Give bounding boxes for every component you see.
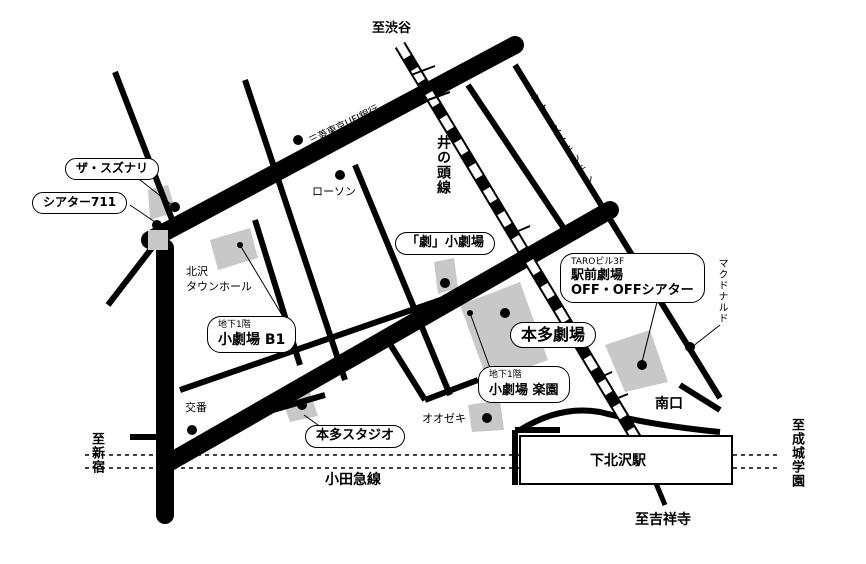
lawson-label: ローソン <box>312 185 356 198</box>
honda-name: 本多劇場 <box>521 325 586 344</box>
honda-studio-name: 本多スタジオ <box>316 428 395 443</box>
direction-shibuya: 至渋谷 <box>372 21 412 36</box>
theater-ekimae[interactable]: TAROビル3F 駅前劇場 OFF・OFFシアター <box>560 253 705 303</box>
curved-road <box>518 407 721 435</box>
ozeki-label: オオゼキ <box>422 412 466 425</box>
theater711-dot <box>152 220 162 230</box>
building-geki <box>434 258 458 294</box>
rakuen-name: 小劇場 楽園 <box>489 383 559 399</box>
theater-rakuen[interactable]: 地下1階 小劇場 楽園 <box>478 366 570 404</box>
mcdonalds-dot <box>685 342 695 352</box>
station-box <box>519 435 733 485</box>
ekimae-floor: TAROビル3F <box>571 257 625 267</box>
direction-kichijoji: 至吉祥寺 <box>635 512 691 528</box>
inokashira-line-label: 井の頭線 <box>435 135 451 195</box>
theater711-name: シアター711 <box>43 195 117 209</box>
ekimae-name: 駅前劇場 <box>571 267 624 283</box>
building-theater711 <box>148 230 168 250</box>
theater-suzunari[interactable]: ザ・スズナリ <box>65 158 160 180</box>
offoff-name: OFF・OFFシアター <box>571 283 694 299</box>
townhall-label: 北沢 タウンホール <box>186 265 252 293</box>
buildings <box>148 185 668 432</box>
theater-honda-studio[interactable]: 本多スタジオ <box>305 425 406 448</box>
b1-floor: 地下1階 <box>218 320 251 330</box>
theater-honda[interactable]: 本多劇場 <box>510 322 597 349</box>
building-townhall <box>210 228 258 270</box>
direction-seijogakuen: 至成城学園 <box>789 418 804 488</box>
honda-studio-dot <box>297 400 307 410</box>
mufg-dot <box>293 135 303 145</box>
theater-b1[interactable]: 地下1階 小劇場 B1 <box>207 316 297 353</box>
honda-dot <box>500 308 510 318</box>
koban-dot <box>187 425 197 435</box>
mcdonalds-label: マクドナルド <box>716 258 727 324</box>
ekimae-dot <box>637 360 647 370</box>
theater-711[interactable]: シアター711 <box>32 192 128 214</box>
theater-geki[interactable]: 「劇」小劇場 <box>395 232 496 255</box>
suzunari-dot <box>170 202 180 212</box>
direction-shinjuku: 至新宿 <box>89 432 104 474</box>
koban-label: 交番 <box>185 401 207 414</box>
odakyu-line-label: 小田急線 <box>325 472 381 488</box>
suzunari-name: ザ・スズナリ <box>76 161 149 175</box>
ozeki-dot <box>482 413 492 423</box>
geki-dot <box>440 278 450 288</box>
south-exit-label: 南口 <box>655 396 683 412</box>
building-ekimae <box>605 330 668 392</box>
geki-name: 「劇」小劇場 <box>406 235 485 250</box>
rakuen-floor: 地下1階 <box>489 370 522 380</box>
station-name: 下北沢駅 <box>590 453 646 469</box>
building-honda <box>460 282 548 382</box>
minor-roads <box>105 63 723 485</box>
lawson-dot <box>335 170 345 180</box>
markers <box>152 135 695 435</box>
b1-name: 小劇場 B1 <box>218 332 286 349</box>
